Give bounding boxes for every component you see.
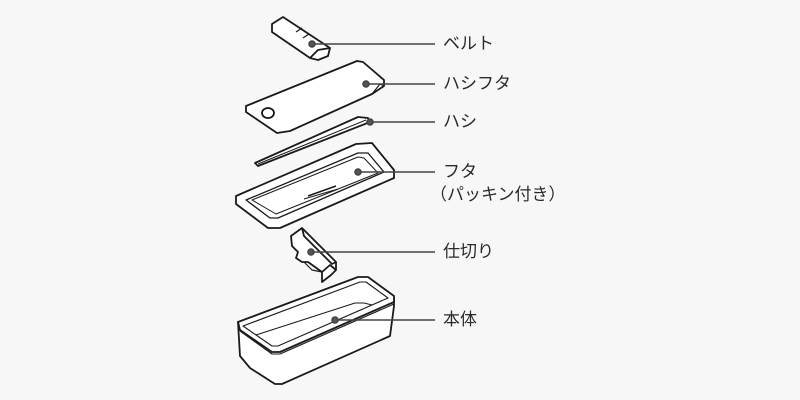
label-body: 本体	[443, 310, 477, 330]
label-chopstick-lid: ハシフタ	[443, 74, 511, 94]
divider-part	[290, 227, 337, 283]
label-belt: ベルト	[443, 34, 494, 54]
label-lid: フタ	[443, 162, 477, 182]
label-chopsticks: ハシ	[443, 112, 477, 132]
chopstick-lid-part	[245, 60, 385, 134]
lid-part	[235, 142, 395, 229]
label-divider: 仕切り	[443, 242, 494, 262]
belt-part	[271, 16, 331, 61]
body-part	[237, 276, 395, 385]
label-lid-sublabel: （パッキン付き）	[430, 185, 566, 205]
